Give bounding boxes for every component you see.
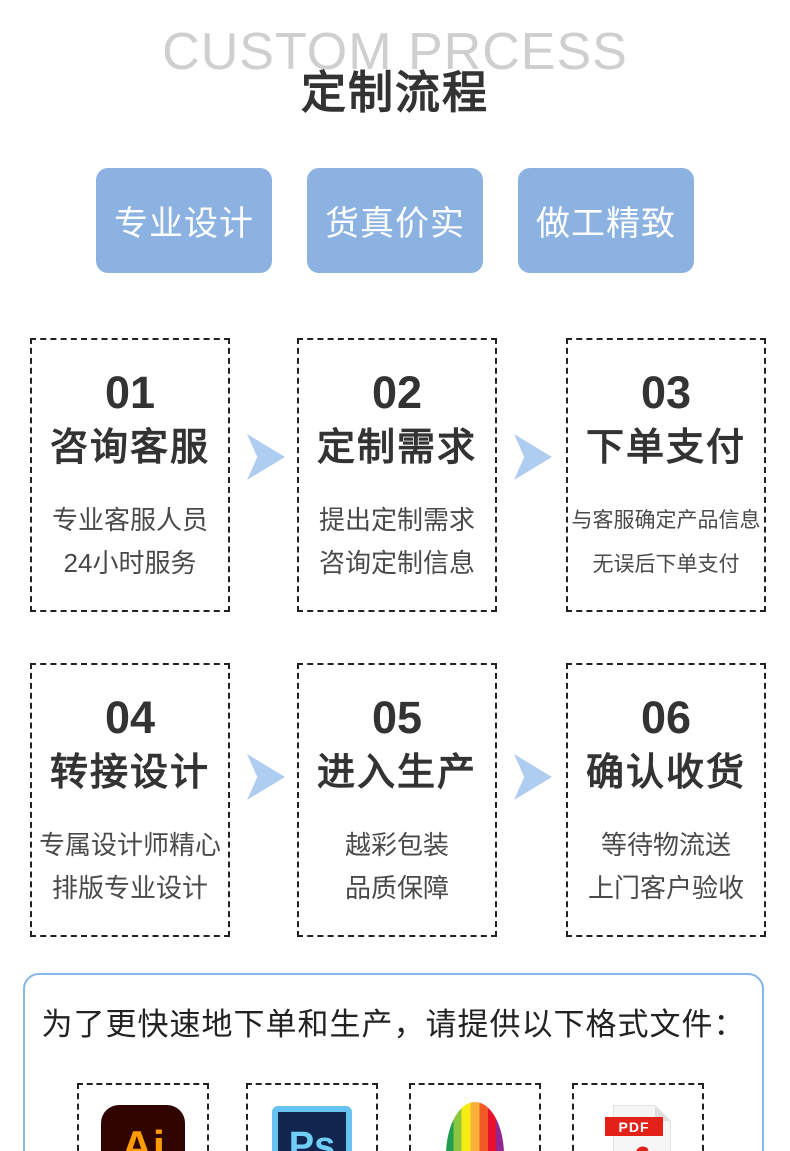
pdf-file-icon: PDF [605,1105,671,1151]
step-box-02: 02 定制需求 提出定制需求 咨询定制信息 [297,338,497,612]
format-box-coreldraw [409,1083,541,1151]
step-desc-line: 专属设计师精心 [38,830,221,861]
step-description: 专业客服人员 24小时服务 [32,499,228,585]
step-box-05: 05 进入生产 越彩包装 品质保障 [297,663,497,937]
page-title: 定制流程 [300,67,489,118]
feature-badge-craft: 做工精致 [518,168,694,273]
acrobat-ribbon-icon [636,1146,649,1151]
pdf-label-band: PDF [605,1117,663,1136]
step-title: 确认收货 [585,752,746,794]
file-format-note: 为了更快速地下单和生产，请提供以下格式文件： [41,1007,746,1042]
step-number: 04 [104,692,156,743]
step-desc-line: 专业客服人员 [51,505,208,536]
step-desc-line: 咨询定制信息 [318,548,475,579]
step-title: 进入生产 [316,752,477,794]
step-desc-line: 品质保障 [344,873,449,904]
step-desc-line: 无误后下单支付 [592,553,740,577]
step-title: 定制需求 [316,427,477,469]
feature-badge-design: 专业设计 [96,168,272,273]
flow-arrow-icon [247,754,285,800]
step-desc-line: 排版专业设计 [51,873,208,904]
step-number: 05 [371,692,423,743]
step-number: 01 [104,367,156,418]
format-box-ai: Ai [77,1083,209,1151]
step-box-06: 06 确认收货 等待物流送 上门客户验收 [566,663,766,937]
step-box-04: 04 转接设计 专属设计师精心 排版专业设计 [30,663,230,937]
step-desc-line: 上门客户验收 [587,873,744,904]
feature-badge-value: 货真价实 [307,168,483,273]
step-desc-line: 等待物流送 [600,830,731,861]
flow-arrow-icon [247,434,285,480]
step-title: 下单支付 [585,427,746,469]
ai-file-icon: Ai [101,1105,185,1151]
step-description: 提出定制需求 咨询定制信息 [299,499,495,585]
step-desc-line: 越彩包装 [344,830,449,861]
step-description: 等待物流送 上门客户验收 [568,824,764,910]
step-description: 与客服确定产品信息 无误后下单支付 [568,499,764,587]
step-box-01: 01 咨询客服 专业客服人员 24小时服务 [30,338,230,612]
step-desc-line: 提出定制需求 [318,505,475,536]
step-number: 02 [371,367,423,418]
step-number: 06 [640,692,692,743]
flow-arrow-icon [514,754,552,800]
step-description: 越彩包装 品质保障 [299,824,495,910]
ps-file-icon: Ps [272,1106,352,1151]
step-description: 专属设计师精心 排版专业设计 [32,824,228,910]
file-format-panel: 为了更快速地下单和生产，请提供以下格式文件： [23,973,764,1151]
coreldraw-balloon-icon [446,1102,504,1151]
step-number: 03 [640,367,692,418]
flow-arrow-icon [514,434,552,480]
format-box-pdf: PDF [572,1083,704,1151]
format-box-ps: Ps [246,1083,378,1151]
step-box-03: 03 下单支付 与客服确定产品信息 无误后下单支付 [566,338,766,612]
step-title: 咨询客服 [49,427,210,469]
step-desc-line: 与客服确定产品信息 [571,509,761,533]
watermark-text: CUSTOM PRCESS [162,23,628,81]
step-title: 转接设计 [49,752,210,794]
step-desc-line: 24小时服务 [63,548,197,579]
